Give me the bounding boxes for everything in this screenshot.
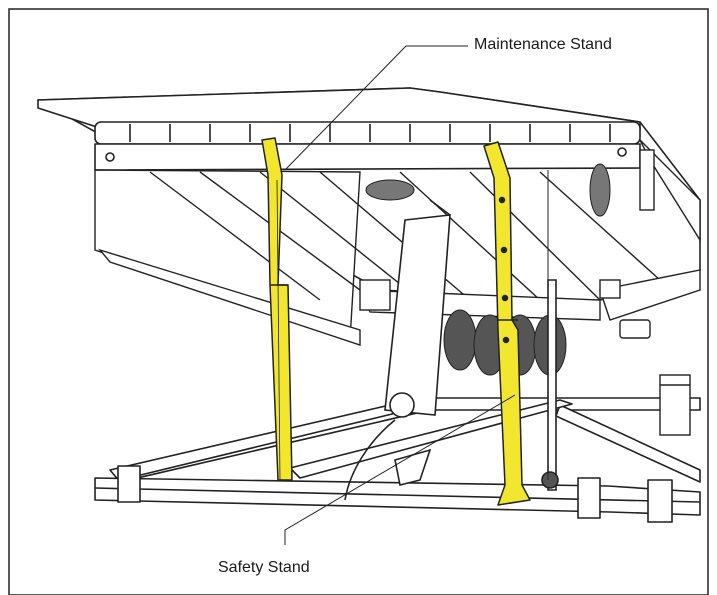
figure-border xyxy=(8,8,709,595)
safety-stand xyxy=(483,141,531,506)
lift-springs xyxy=(365,163,611,376)
maintenance-stand xyxy=(261,137,293,481)
deck-beams xyxy=(94,139,701,436)
safety-stand-leader xyxy=(284,394,516,545)
maintenance-stand-leader xyxy=(284,45,468,171)
maintenance-stand-label: Maintenance Stand xyxy=(474,36,612,53)
safety-stand-label: Safety Stand xyxy=(218,559,310,576)
lift-arm xyxy=(344,170,559,501)
